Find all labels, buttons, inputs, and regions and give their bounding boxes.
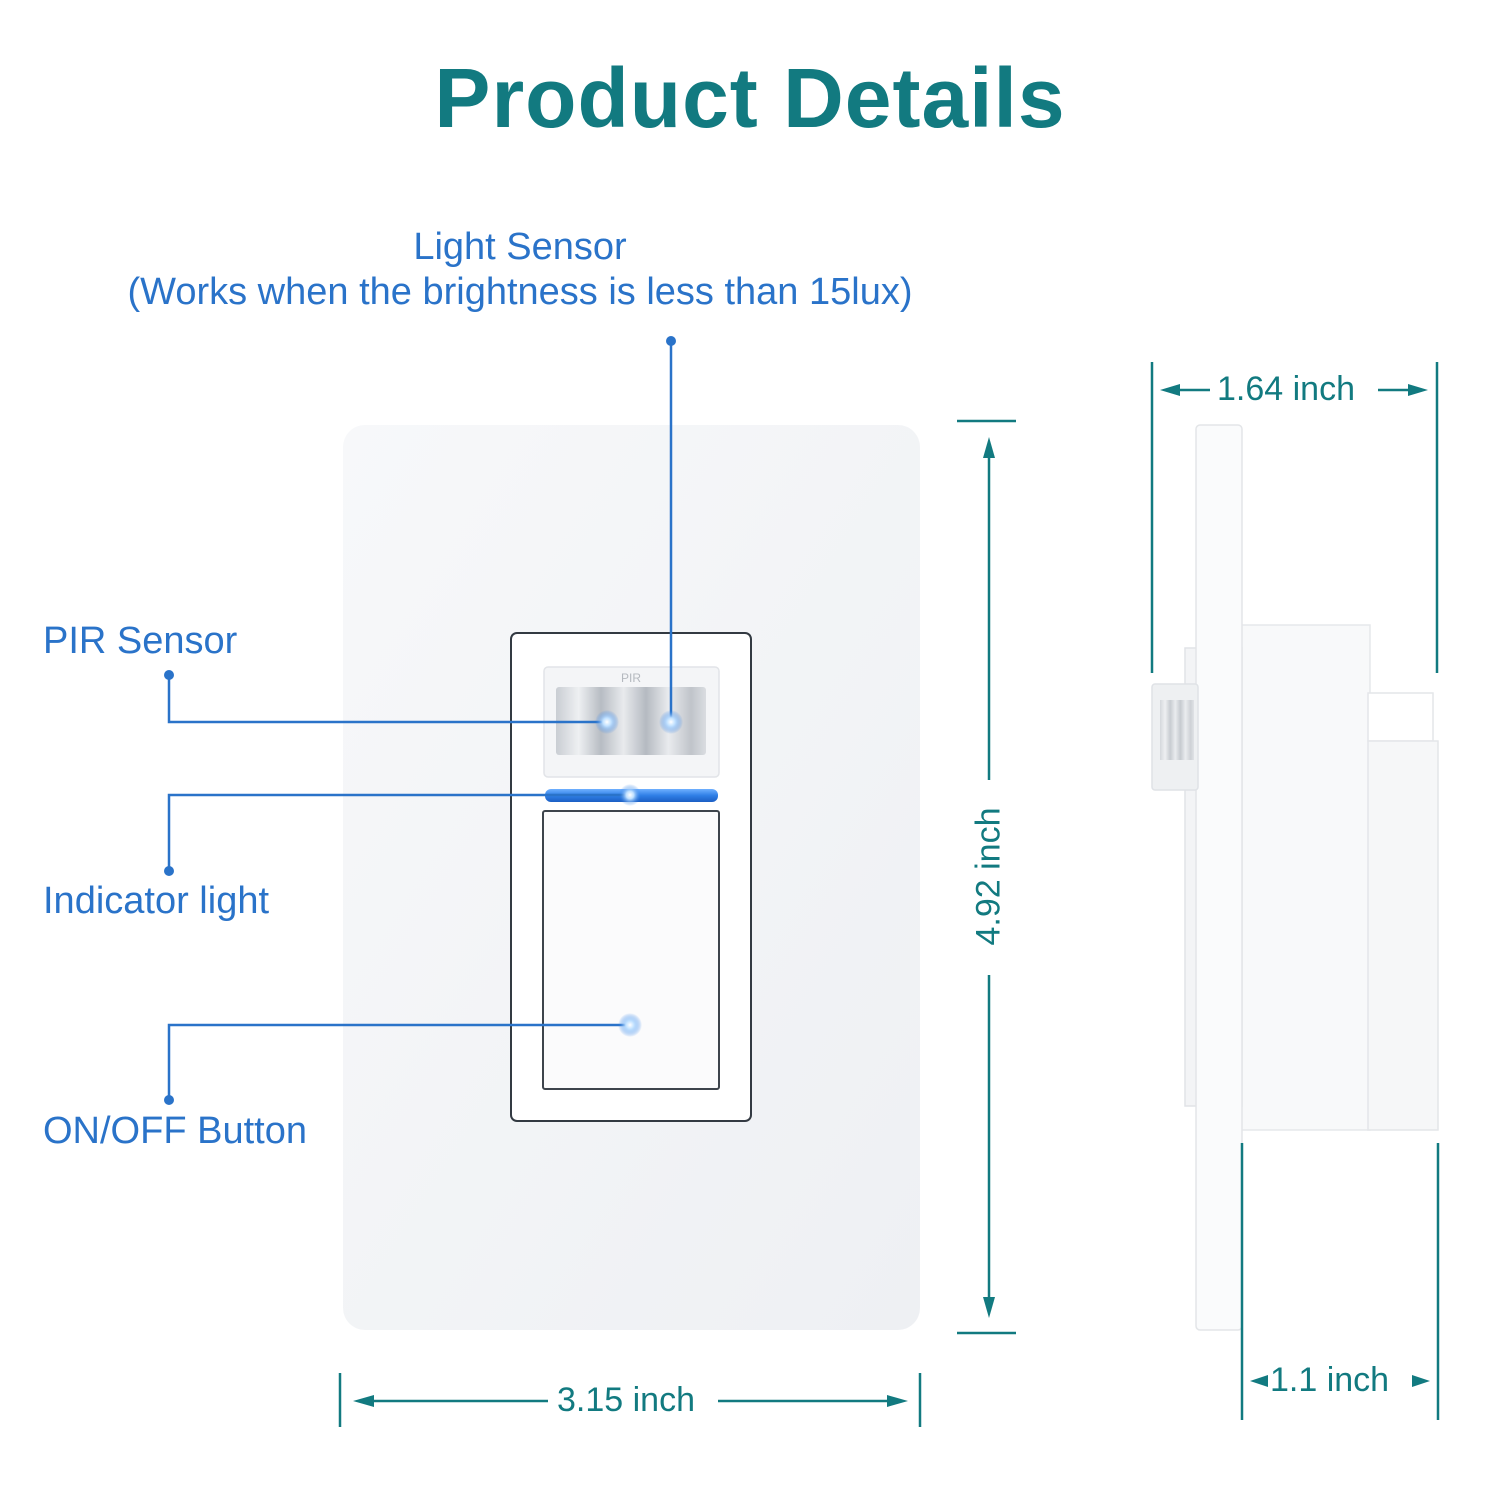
- indicator-light-label: Indicator light: [43, 880, 270, 922]
- height-label: 4.92 inch: [969, 780, 1009, 973]
- width-arrow-left: [353, 1395, 374, 1407]
- side-front-plate: [1195, 424, 1243, 1331]
- depth-plate-arrow-right: [1412, 1375, 1430, 1387]
- height-arrow-up: [983, 437, 995, 458]
- depth-plate-dimension: [1240, 1143, 1440, 1420]
- on-off-rocker[interactable]: [542, 810, 720, 1090]
- on-off-button-label: ON/OFF Button: [43, 1110, 307, 1152]
- width-arrow-right: [887, 1395, 908, 1407]
- height-dimension: [957, 419, 1016, 1335]
- on-off-button-end-dot: [164, 1095, 174, 1105]
- light-sensor-end-dot: [666, 336, 676, 346]
- height-arrow-down: [983, 1297, 995, 1318]
- pir-sensor-label: PIR Sensor: [43, 620, 238, 662]
- pir-sensor-glow: [595, 710, 619, 734]
- width-dimension: [338, 1373, 922, 1427]
- depth-total-label: 1.64 inch: [1211, 370, 1361, 409]
- depth-plate-arrow-left: [1250, 1375, 1268, 1387]
- pir-lens: [556, 687, 706, 755]
- page-title: Product Details: [434, 51, 1066, 145]
- side-lower-housing: [1367, 740, 1439, 1131]
- pir-window-label: PIR: [621, 671, 641, 685]
- side-view: [1151, 424, 1439, 1331]
- light-sensor-glow: [659, 710, 683, 734]
- pir-sensor-end-dot: [164, 670, 174, 680]
- on-off-button-leader: [167, 1023, 630, 1100]
- depth-plate-label: 1.1 inch: [1268, 1361, 1392, 1400]
- light-sensor-note: (Works when the brightness is less than …: [127, 271, 913, 313]
- width-label: 3.15 inch: [551, 1381, 701, 1420]
- depth-total-arrow-left: [1160, 384, 1180, 396]
- callout-endpoints: [164, 336, 676, 1105]
- callout-leaders: [167, 341, 673, 1100]
- side-pir-lens: [1160, 700, 1194, 760]
- indicator-light-leader: [167, 793, 630, 871]
- button-glow: [618, 1013, 642, 1037]
- light-sensor-title: Light Sensor: [413, 226, 627, 268]
- indicator-light-end-dot: [164, 866, 174, 876]
- depth-total-dimension: [1150, 362, 1439, 673]
- glow-points: [595, 710, 683, 1037]
- side-terminal-block: [1367, 692, 1434, 742]
- light-sensor-label: Light Sensor (Works when the brightness …: [20, 226, 1020, 314]
- indicator-glow: [619, 784, 641, 806]
- pir-sensor-leader: [167, 675, 607, 724]
- side-back-housing: [1239, 624, 1371, 1131]
- depth-total-arrow-right: [1408, 384, 1428, 396]
